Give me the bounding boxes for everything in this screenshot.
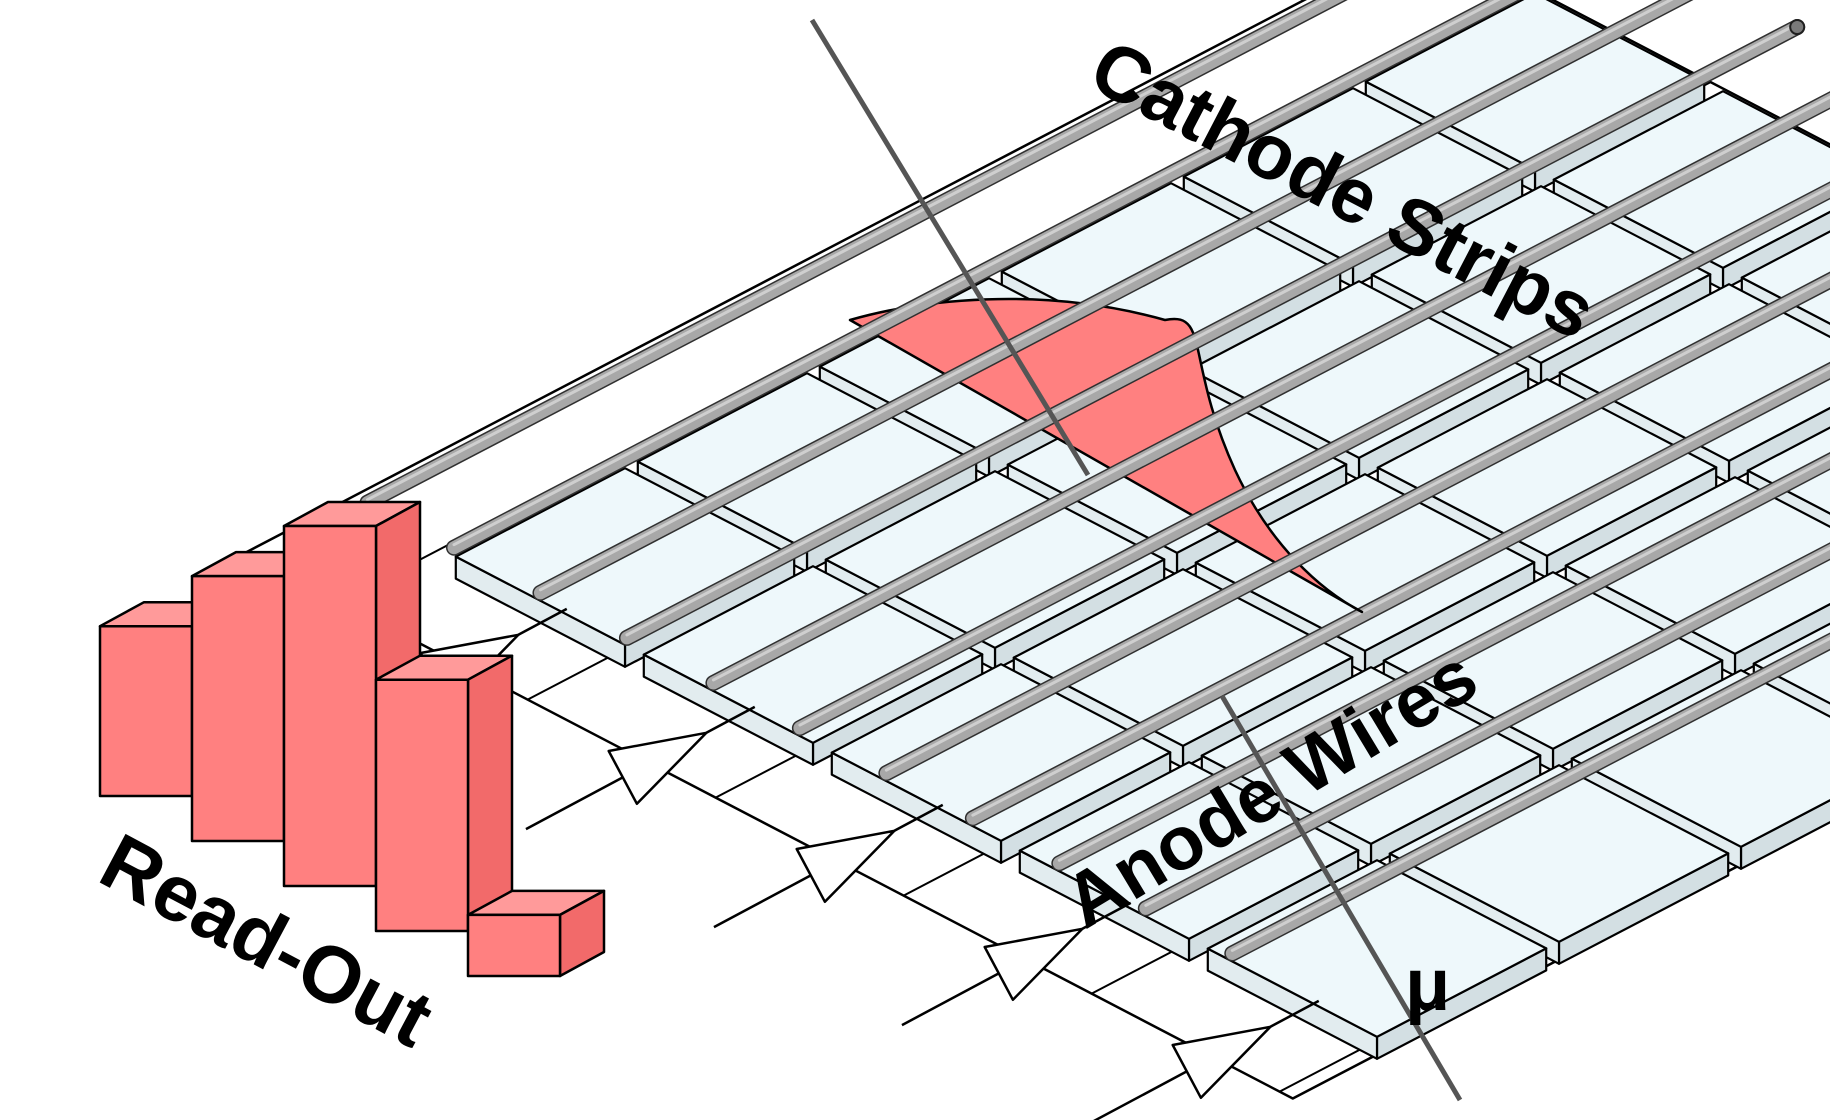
strip-segment (1188, 280, 1530, 459)
anode-wire (1051, 451, 1830, 872)
anode-wire (1224, 632, 1830, 962)
strip-segment (1012, 568, 1354, 747)
wire-body (1139, 543, 1830, 915)
wire-body (1225, 634, 1830, 960)
wire-body (1052, 453, 1830, 870)
anode-wire (878, 271, 1830, 782)
strip-segment (824, 470, 1166, 649)
wire-body (361, 0, 1345, 510)
bar-front (374, 678, 470, 933)
wire-highlight (711, 95, 1830, 682)
strip-segment (1370, 185, 1712, 364)
wire-body (706, 92, 1830, 690)
strip-segment (830, 663, 1172, 842)
bar-front (98, 624, 194, 798)
anode-wire (791, 181, 1830, 737)
signal-line (1081, 901, 1132, 930)
wire-highlight (1230, 636, 1830, 952)
amplifier-icon (1171, 1025, 1272, 1100)
wire-highlight (366, 0, 1328, 502)
anode-wires-front (359, 0, 1830, 782)
wire-highlight (452, 0, 1501, 547)
amplifier-icon (983, 927, 1084, 1002)
wire-highlight (1144, 546, 1830, 907)
anode-wire (359, 0, 1348, 511)
bar-front (282, 524, 378, 888)
bar-front (466, 913, 562, 978)
signal-line (1269, 999, 1320, 1028)
anode-wire (445, 0, 1521, 556)
strip-segment (1194, 473, 1536, 652)
strip-segment (642, 565, 984, 744)
signal-line (1093, 1070, 1188, 1120)
label-muon: μ (1405, 943, 1450, 1026)
histogram-bar (374, 654, 514, 933)
signal-line (713, 874, 812, 929)
wire-end (1789, 19, 1806, 36)
signal-line (525, 776, 624, 831)
wire-highlight (625, 22, 1799, 637)
muon-track-upper (809, 18, 1091, 477)
anode-wire (532, 0, 1694, 601)
wire-body (966, 363, 1830, 825)
strip-segment (1206, 859, 1548, 1038)
muon-track (809, 18, 1463, 1102)
anode-wire (964, 361, 1830, 827)
amplifier-icon (795, 829, 896, 904)
wire-highlight (798, 185, 1830, 727)
wire-body (533, 0, 1691, 600)
signal-line (893, 803, 944, 832)
wire-highlight (538, 0, 1674, 592)
anode-wires-back (964, 361, 1830, 962)
wire-highlight (1057, 456, 1830, 862)
histogram-bar (466, 889, 606, 978)
strip-segment (1388, 764, 1730, 943)
anode-wire (1137, 542, 1830, 917)
wire-body (879, 273, 1830, 780)
muon-track-lower (1219, 694, 1463, 1102)
strip-segment (1570, 669, 1830, 848)
wire-body (620, 20, 1804, 645)
wire-highlight (971, 366, 1830, 817)
strip-segment (1558, 283, 1830, 462)
bar-front (190, 574, 286, 843)
bar-side (466, 654, 514, 933)
wire-highlight (884, 275, 1830, 772)
strip-segment (1018, 761, 1360, 940)
amplifier-icon (607, 731, 708, 806)
strip-segment (1746, 426, 1830, 515)
readout-histogram (98, 500, 606, 978)
wire-body (447, 0, 1518, 555)
strip-segment (1376, 378, 1718, 557)
anode-wire (705, 91, 1830, 691)
signal-line (901, 972, 1000, 1027)
anode-wire (618, 19, 1806, 646)
wire-body (793, 183, 1830, 735)
signal-line (517, 607, 568, 636)
signal-line (705, 705, 756, 734)
